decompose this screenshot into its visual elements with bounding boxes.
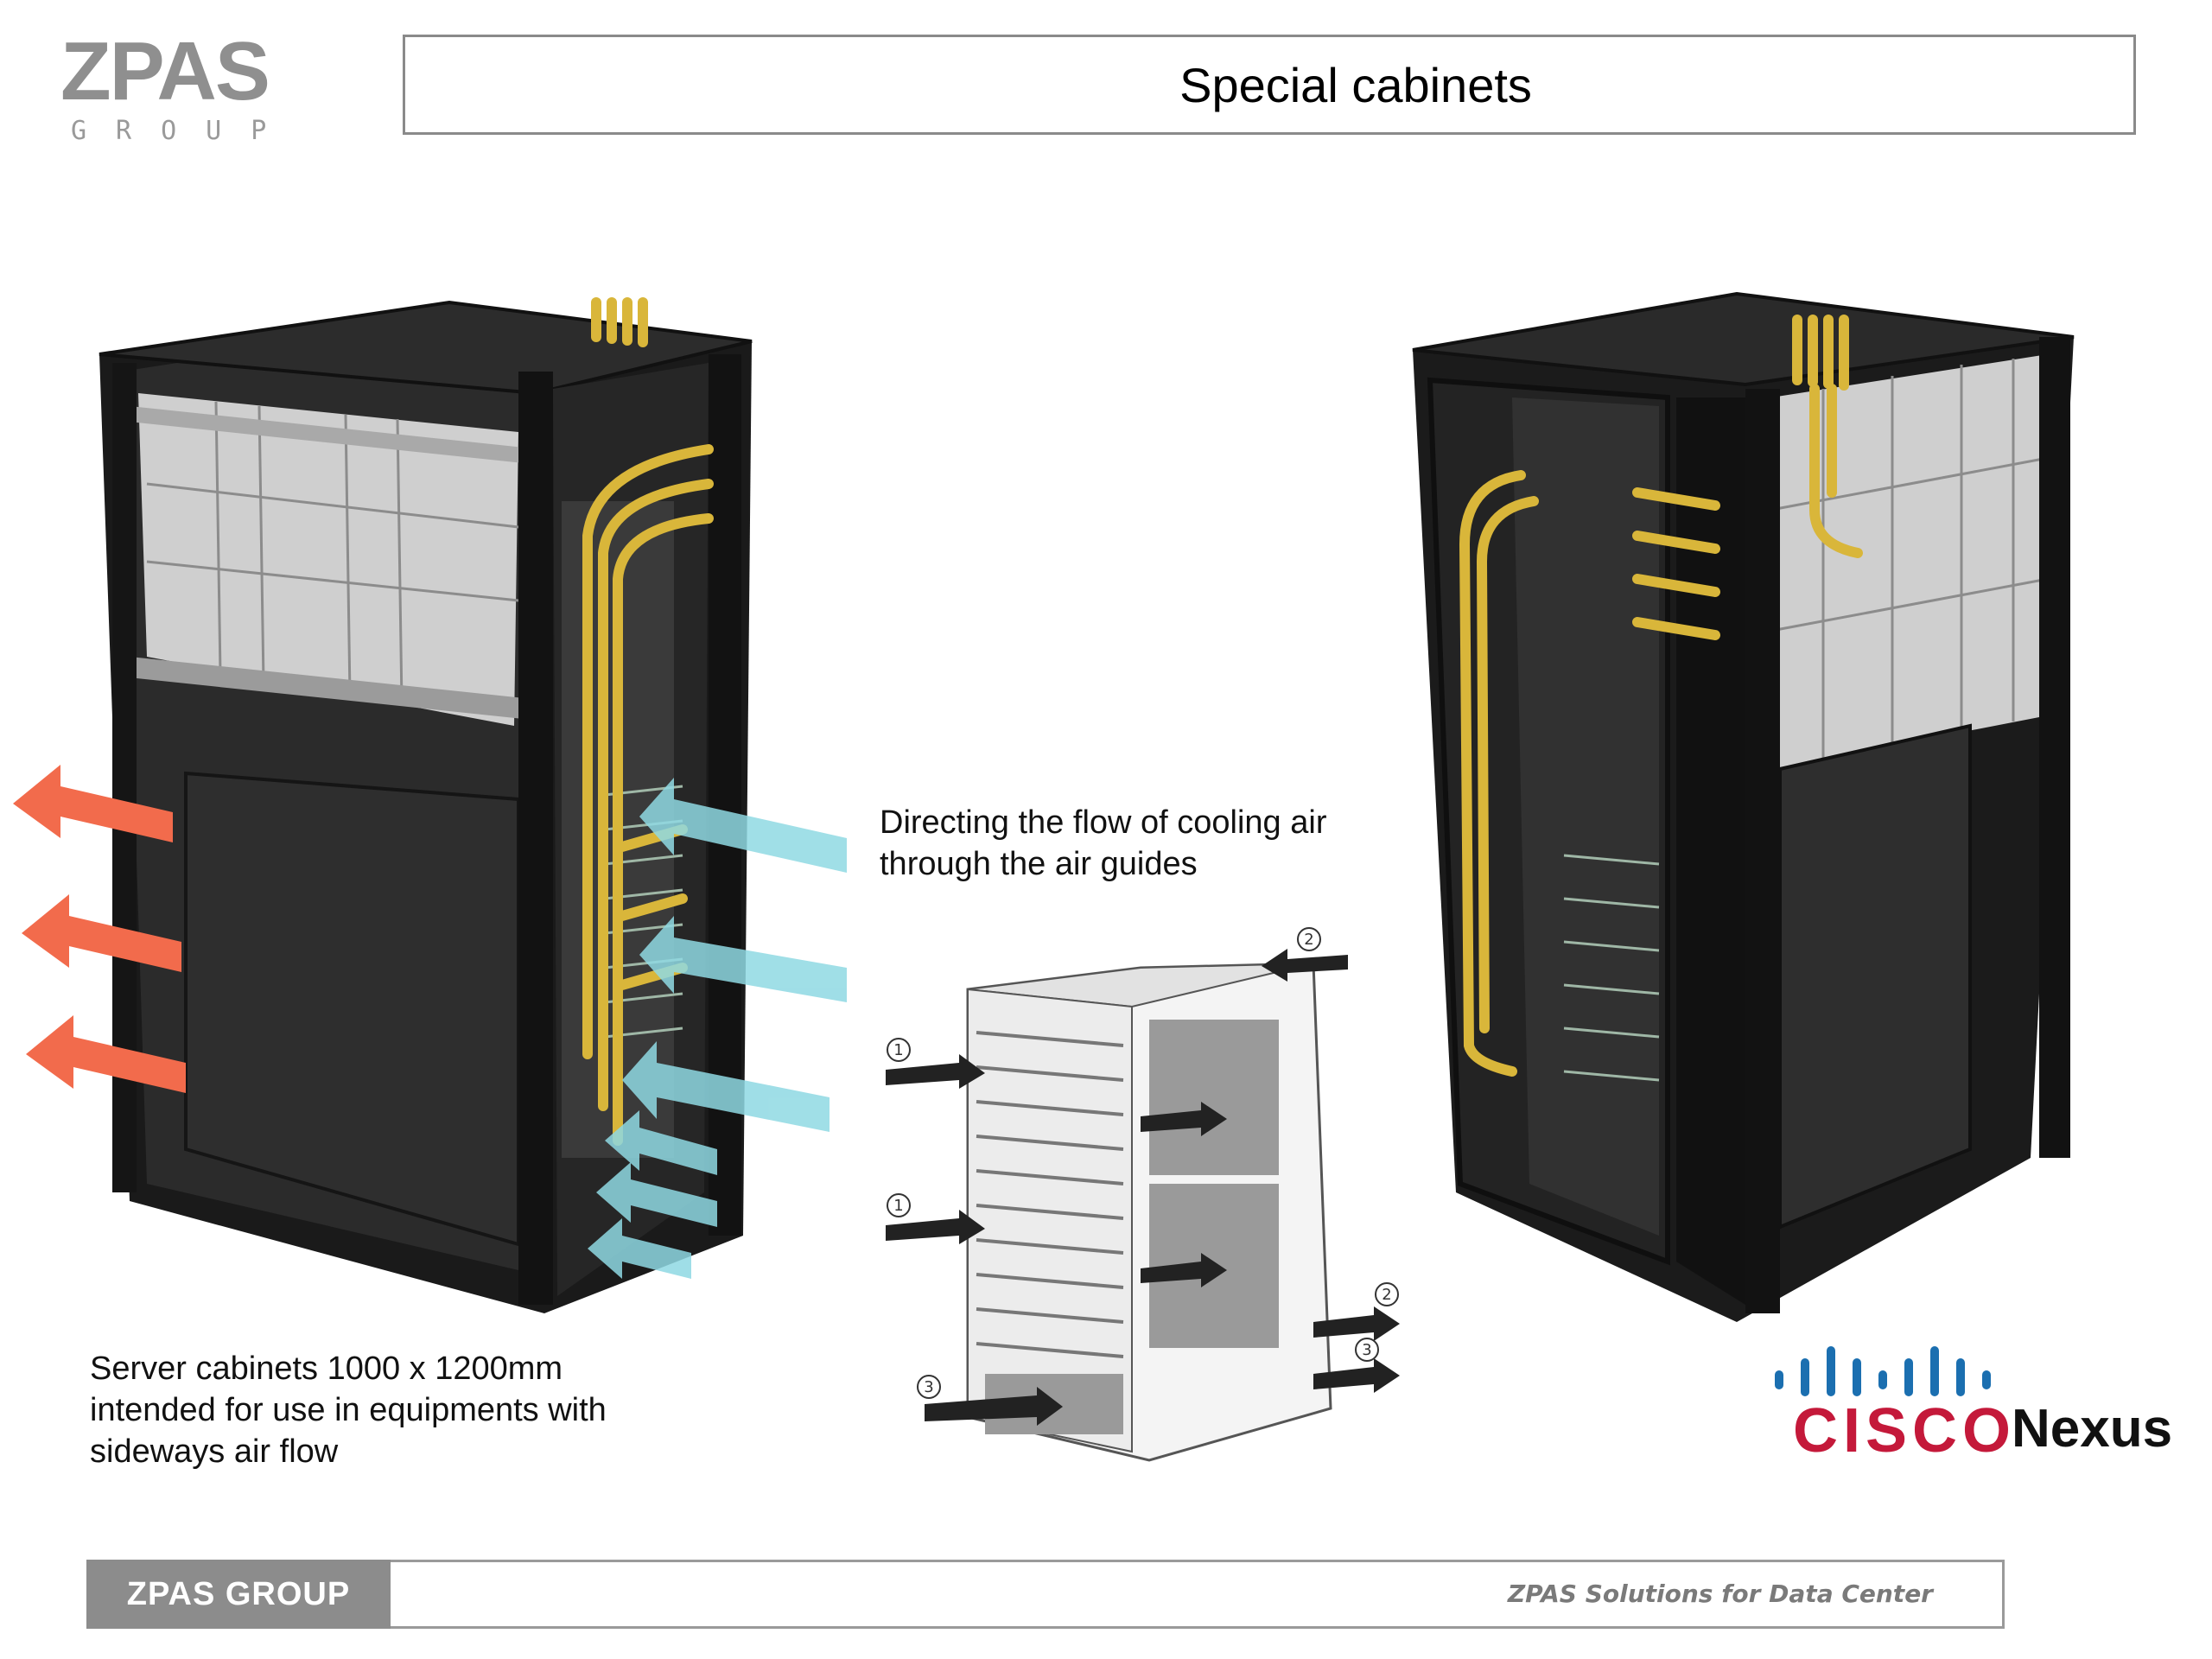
diagram-label-2b: 2 <box>1382 1286 1391 1304</box>
zpas-logo: ZPAS GROUP <box>60 30 346 147</box>
footer-bar: ZPAS GROUP ZPAS Solutions for Data Cente… <box>86 1560 2005 1629</box>
diagram-label-2a: 2 <box>1304 931 1313 949</box>
air-guides-caption-line-1: Directing the flow of cooling air <box>880 804 1327 841</box>
title-box: Special cabinets <box>403 35 2136 135</box>
server-caption-line-3: sideways air flow <box>90 1433 339 1470</box>
air-guides-caption: Directing the flow of cooling air throug… <box>880 802 1433 885</box>
diagram-label-1b: 1 <box>893 1197 903 1215</box>
footer-brand: ZPAS GROUP <box>86 1560 391 1629</box>
logo-subtitle: GROUP <box>71 116 296 146</box>
diagram-label-3b: 3 <box>924 1378 933 1396</box>
diagram-label-1a: 1 <box>893 1041 903 1059</box>
server-caption-line-2: intended for use in equipments with <box>90 1392 607 1428</box>
cisco-logo-text: CISCO <box>1793 1396 2017 1465</box>
airflow-diagram: 1 1 2 2 3 3 <box>886 927 1400 1462</box>
diagram-label-3a: 3 <box>1362 1341 1371 1359</box>
cisco-bars-icon <box>1775 1346 1991 1396</box>
footer-tagline: ZPAS Solutions for Data Center <box>1507 1580 1933 1608</box>
right-cabinet-illustration <box>1412 291 2075 1322</box>
server-caption-line-1: Server cabinets 1000 x 1200mm <box>90 1351 563 1387</box>
nexus-text: Nexus <box>2012 1399 2173 1459</box>
air-guides-caption-line-2: through the air guides <box>880 846 1198 882</box>
server-cabinets-caption: Server cabinets 1000 x 1200mm intended f… <box>90 1348 747 1472</box>
left-cabinet-illustration <box>13 297 847 1313</box>
page-title: Special cabinets <box>1179 57 1532 112</box>
logo-word: ZPAS <box>60 25 270 118</box>
